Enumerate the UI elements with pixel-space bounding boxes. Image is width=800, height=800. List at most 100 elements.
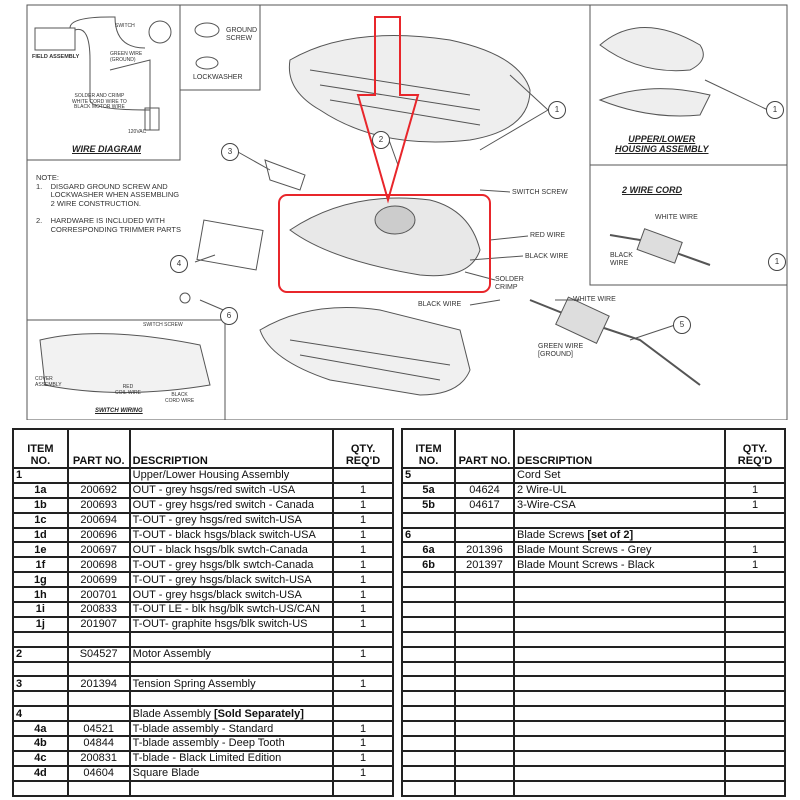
callout-1c: 1 bbox=[768, 253, 786, 271]
item-no: 1 bbox=[12, 467, 69, 484]
item-no bbox=[401, 779, 456, 797]
description bbox=[128, 779, 335, 797]
description: OUT - grey hsgs/black switch-USA bbox=[128, 586, 335, 604]
part-no: 200693 bbox=[66, 496, 131, 514]
part-no: 200701 bbox=[66, 586, 131, 604]
description bbox=[513, 690, 726, 708]
item-no bbox=[401, 764, 456, 782]
description bbox=[513, 630, 726, 648]
item-no bbox=[401, 660, 456, 678]
item-no bbox=[401, 630, 456, 648]
part-no bbox=[454, 615, 515, 633]
qty bbox=[332, 779, 394, 797]
qty bbox=[724, 779, 786, 797]
switch-label: SWITCH bbox=[115, 23, 135, 29]
header-item-no: ITEM NO. bbox=[12, 428, 69, 469]
header-item-no: ITEM NO. bbox=[401, 428, 456, 469]
item-no: 4d bbox=[12, 764, 69, 782]
table-row bbox=[401, 735, 786, 752]
description bbox=[513, 705, 726, 723]
table-row bbox=[401, 705, 786, 723]
solder-note: SOLDER AND CRIMP WHITE CORD WIRE TO BLAC… bbox=[72, 93, 127, 110]
description bbox=[513, 749, 726, 767]
sw-switch-screw-label: SWITCH SCREW bbox=[143, 322, 183, 328]
qty: 1 bbox=[332, 571, 394, 589]
part-no: S04527 bbox=[66, 645, 131, 663]
qty: 1 bbox=[724, 556, 786, 574]
part-no bbox=[454, 720, 515, 738]
part-no: 200833 bbox=[66, 601, 131, 618]
part-no: 200694 bbox=[66, 511, 131, 529]
description bbox=[128, 690, 335, 708]
description-note: [Sold Separately] bbox=[214, 707, 304, 720]
qty: 1 bbox=[332, 645, 394, 663]
item-no bbox=[401, 601, 456, 618]
two-wire-cord-title: 2 WIRE CORD bbox=[622, 185, 683, 195]
description bbox=[513, 645, 726, 663]
part-no bbox=[454, 735, 515, 752]
item-no: 3 bbox=[12, 675, 69, 693]
description bbox=[513, 675, 726, 693]
table-row bbox=[401, 779, 786, 797]
table-row bbox=[401, 660, 786, 678]
qty bbox=[724, 705, 786, 723]
part-no: 04521 bbox=[66, 720, 131, 738]
parts-table-right: ITEM NO. PART NO. DESCRIPTION QTY. REQ'D… bbox=[401, 428, 786, 797]
part-no: 201396 bbox=[454, 541, 515, 559]
qty: 1 bbox=[332, 601, 394, 618]
header-qty: QTY. REQ'D bbox=[724, 428, 786, 469]
item-no: 5 bbox=[401, 467, 456, 484]
qty: 1 bbox=[332, 511, 394, 529]
description: Blade Assembly [Sold Separately] bbox=[128, 705, 335, 723]
description bbox=[513, 601, 726, 618]
description: Blade Mount Screws - Black bbox=[513, 556, 726, 574]
black-wire-label-2: BLACK WIRE bbox=[418, 301, 462, 308]
red-coil-wire-label: RED COIL WIRE bbox=[115, 384, 141, 396]
description: Square Blade bbox=[128, 764, 335, 782]
switch-wiring-title: SWITCH WIRING bbox=[95, 408, 143, 414]
qty bbox=[724, 764, 786, 782]
qty: 1 bbox=[332, 749, 394, 767]
description: T-OUT- graphite hsgs/blk switch-US bbox=[128, 615, 335, 633]
callout-4: 4 bbox=[170, 255, 188, 273]
description: Cord Set bbox=[513, 467, 726, 484]
item-no: 5a bbox=[401, 481, 456, 499]
table-row bbox=[401, 764, 786, 782]
description: T-OUT - black hsgs/black switch-USA bbox=[128, 526, 335, 544]
table-row bbox=[12, 660, 394, 678]
description: T-OUT - grey hsgs/black switch-USA bbox=[128, 571, 335, 589]
header-part-no: PART NO. bbox=[66, 428, 131, 469]
item-no: 1j bbox=[12, 615, 69, 633]
description bbox=[513, 571, 726, 589]
white-wire-label: WHITE WIRE bbox=[573, 296, 616, 303]
part-no: 04844 bbox=[66, 735, 131, 752]
item-no: 1b bbox=[12, 496, 69, 514]
part-no bbox=[454, 511, 515, 529]
part-no bbox=[66, 660, 131, 678]
item-no: 1g bbox=[12, 571, 69, 589]
part-no bbox=[454, 660, 515, 678]
item-no: 6 bbox=[401, 526, 456, 544]
field-assembly-label: FIELD ASSEMBLY bbox=[32, 54, 80, 60]
qty bbox=[724, 615, 786, 633]
table-row bbox=[401, 586, 786, 604]
callout-6: 6 bbox=[220, 307, 238, 325]
item-no: 1i bbox=[12, 601, 69, 618]
header-description: DESCRIPTION bbox=[513, 428, 726, 469]
qty bbox=[724, 526, 786, 544]
description: Tension Spring Assembly bbox=[128, 675, 335, 693]
item-no bbox=[401, 571, 456, 589]
description: OUT - black hsgs/blk swtch-Canada bbox=[128, 541, 335, 559]
header-part-no: PART NO. bbox=[454, 428, 515, 469]
table-row bbox=[401, 511, 786, 529]
qty bbox=[724, 601, 786, 618]
